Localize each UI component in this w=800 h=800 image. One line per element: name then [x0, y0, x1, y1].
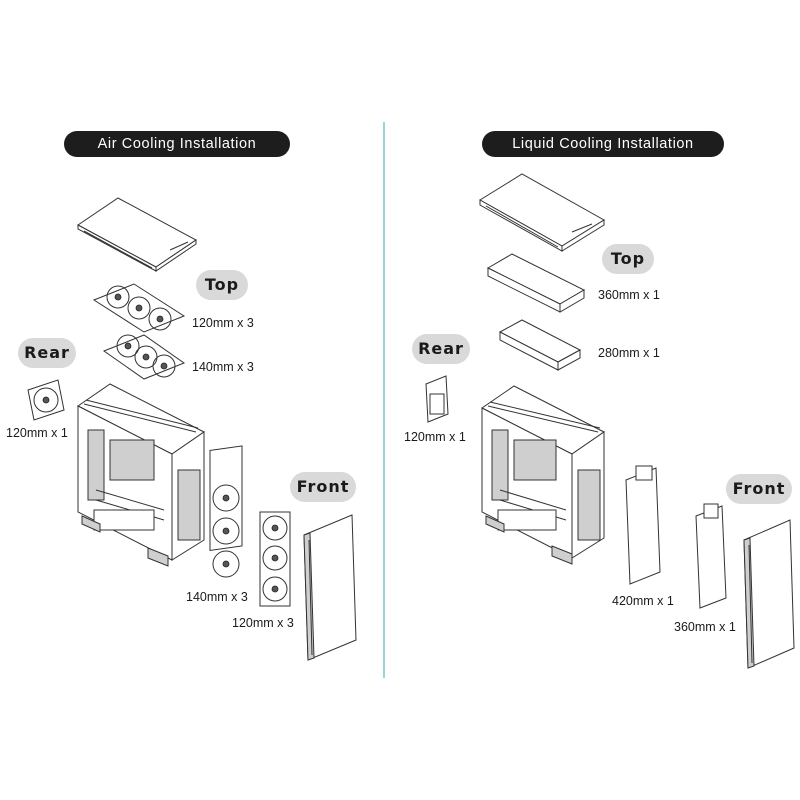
case-top-panel-icon — [479, 173, 605, 252]
air-cooling-title: Air Cooling Installation — [64, 131, 290, 157]
fan-array-icon — [102, 334, 186, 380]
radiator-icon — [695, 503, 727, 609]
liquid-top-label: Top — [602, 244, 654, 274]
fan-array-icon — [92, 283, 186, 333]
liquid-top-rad-qty-1: 360mm x 1 — [598, 288, 660, 302]
air-front-fan-qty-1: 140mm x 3 — [186, 590, 248, 604]
fan-icon — [27, 379, 65, 421]
pc-case-icon — [77, 383, 205, 567]
fan-array-icon — [209, 445, 243, 578]
air-front-fan-qty-2: 120mm x 3 — [232, 616, 294, 630]
radiator-icon — [486, 253, 586, 313]
case-top-panel-icon — [77, 197, 197, 272]
radiator-icon — [625, 465, 661, 585]
liquid-top-rad-qty-2: 280mm x 1 — [598, 346, 660, 360]
radiator-icon — [498, 319, 582, 371]
liquid-front-label: Front — [726, 474, 792, 504]
liquid-rear-rad-qty: 120mm x 1 — [404, 430, 466, 444]
radiator-icon — [425, 375, 449, 423]
air-rear-label: Rear — [18, 338, 76, 368]
liquid-rear-label: Rear — [412, 334, 470, 364]
front-panel-icon — [303, 514, 357, 661]
liquid-front-rad-qty-2: 360mm x 1 — [674, 620, 736, 634]
section-divider — [383, 122, 385, 678]
air-rear-fan-qty: 120mm x 1 — [6, 426, 68, 440]
air-top-fan-qty-1: 120mm x 3 — [192, 316, 254, 330]
air-front-label: Front — [290, 472, 356, 502]
fan-array-icon — [259, 511, 291, 607]
air-top-label: Top — [196, 270, 248, 300]
front-panel-icon — [743, 519, 795, 669]
air-top-fan-qty-2: 140mm x 3 — [192, 360, 254, 374]
pc-case-icon — [481, 385, 605, 565]
liquid-front-rad-qty-1: 420mm x 1 — [612, 594, 674, 608]
liquid-cooling-title: Liquid Cooling Installation — [482, 131, 724, 157]
